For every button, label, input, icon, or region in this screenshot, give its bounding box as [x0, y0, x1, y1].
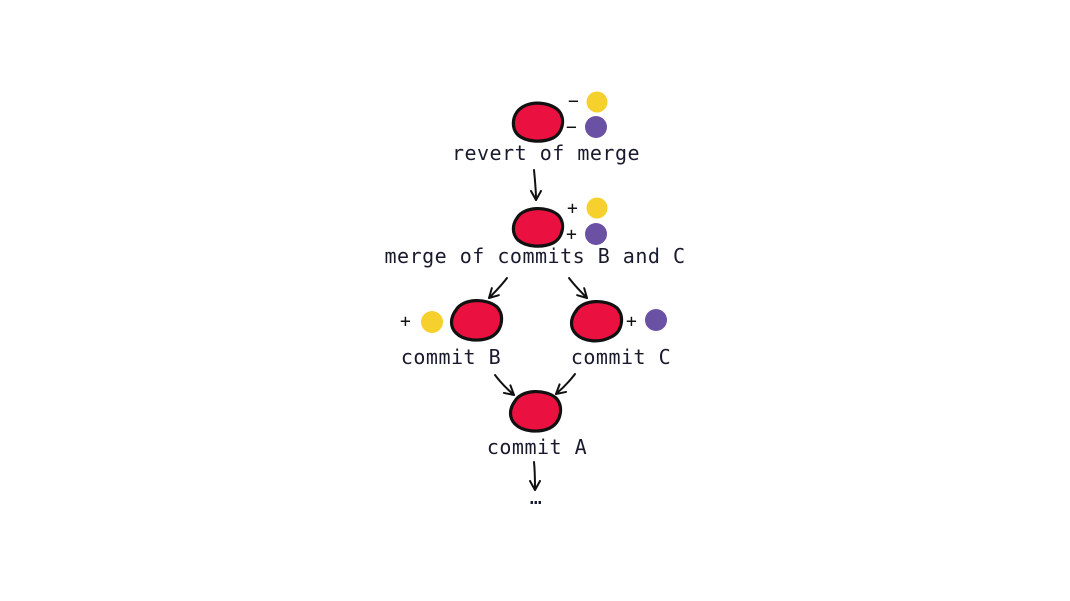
- commit-c-label: commit C: [571, 345, 671, 369]
- yellow-change-dot: [586, 197, 608, 219]
- commit-a-node: commit A: [487, 390, 587, 459]
- revert-minus-purple-sign: −: [566, 117, 577, 138]
- commit-b-plus-sign: +: [400, 311, 411, 332]
- history-continuation-ellipsis: …: [530, 485, 543, 509]
- commit-b-label: commit B: [401, 345, 501, 369]
- purple-change-dot: [645, 309, 667, 331]
- edge-merge-to-commit-b: [488, 277, 508, 299]
- yellow-change-dot: [586, 91, 608, 113]
- revert-minus-yellow-sign: −: [568, 91, 579, 112]
- commit-b-blob: [449, 299, 504, 342]
- yellow-change-dot: [421, 311, 443, 333]
- merge-plus-yellow-sign: +: [567, 198, 578, 219]
- edge-commit-a-to-history: [528, 461, 541, 491]
- purple-change-dot: [585, 223, 607, 245]
- commit-c-plus-sign: +: [626, 311, 637, 332]
- commit-c-node: + commit C: [569, 300, 671, 369]
- edge-revert-to-merge: [529, 169, 542, 201]
- edge-commit-b-to-commit-a: [494, 374, 515, 396]
- commit-c-blob: [569, 300, 624, 343]
- merge-plus-purple-sign: +: [566, 224, 577, 245]
- merge-commit-blob: [511, 207, 565, 248]
- commit-b-node: + commit B: [400, 299, 504, 369]
- merge-commit-label: merge of commits B and C: [385, 244, 686, 268]
- merge-commit-node: + + merge of commits B and C: [385, 197, 686, 268]
- edge-commit-c-to-commit-a: [555, 373, 576, 395]
- commit-a-label: commit A: [487, 435, 587, 459]
- revert-commit-node: − − revert of merge: [452, 91, 640, 165]
- revert-commit-blob: [511, 101, 565, 143]
- revert-commit-label: revert of merge: [452, 141, 640, 165]
- commit-a-blob: [508, 390, 563, 433]
- purple-change-dot: [585, 116, 607, 138]
- edge-merge-to-commit-c: [568, 277, 588, 299]
